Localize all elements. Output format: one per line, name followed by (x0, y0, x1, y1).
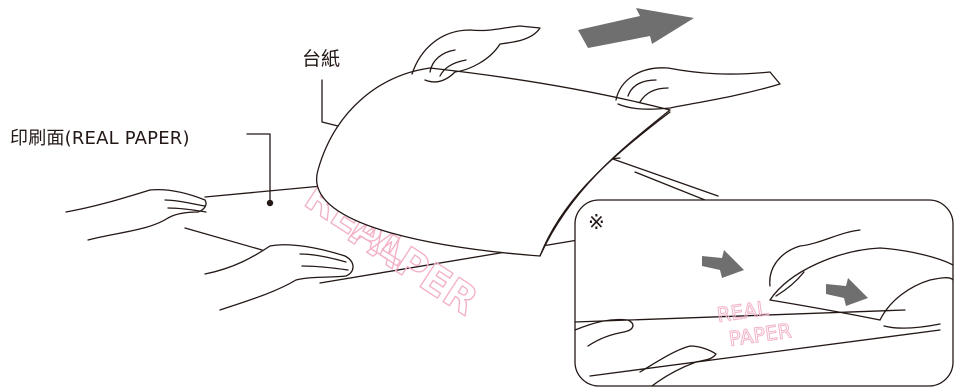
leader-backing (322, 80, 338, 126)
leader-dot (267, 200, 273, 206)
direction-arrow-main (578, 8, 694, 48)
left-hand-lower (205, 245, 353, 310)
label-note-mark: ※ (588, 210, 605, 234)
left-hand-upper (66, 190, 206, 240)
leader-print (247, 134, 270, 200)
label-backing-paper: 台紙 (302, 44, 340, 71)
left-hand-lower-fingers (300, 254, 348, 270)
label-printed-side: 印刷面(REAL PAPER) (10, 124, 190, 150)
top-right-hand-fingers (628, 80, 668, 102)
left-hand-upper-fingers (165, 200, 206, 212)
inset-box: REAL PAPER (575, 200, 953, 386)
